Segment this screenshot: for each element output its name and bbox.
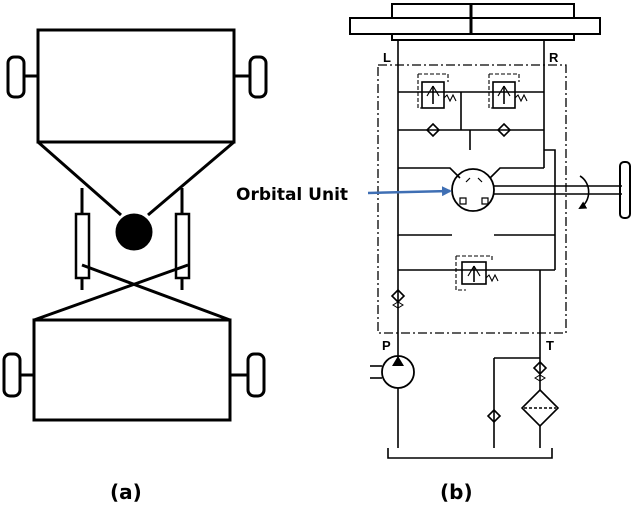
- caption-b: (b): [440, 480, 473, 504]
- caption-a: (a): [110, 480, 142, 504]
- left-check-valve: [425, 122, 441, 138]
- orbital-unit-pointer-arrow: [367, 186, 452, 197]
- steering-wheel: [619, 161, 631, 219]
- left-relief-valve: [417, 73, 457, 109]
- steering-unit-enclosure: [377, 64, 567, 334]
- right-relief-valve: [488, 73, 528, 109]
- orbital-unit: [451, 168, 495, 212]
- hydraulic-circuit-diagram: [349, 3, 631, 459]
- port-label-t: T: [546, 338, 554, 353]
- rear-right-wheel: [246, 352, 266, 398]
- articulation-joint: [115, 213, 153, 251]
- main-relief-valve: [455, 255, 499, 291]
- front-right-wheel: [248, 55, 268, 99]
- front-frame: [36, 28, 236, 144]
- port-label-l: L: [383, 50, 391, 65]
- rear-left-wheel: [2, 352, 22, 398]
- articulated-vehicle-diagram: [2, 28, 268, 422]
- right-check-valve: [496, 122, 512, 138]
- orbital-unit-label: Orbital Unit: [236, 185, 348, 205]
- rear-frame: [32, 318, 232, 422]
- steering-cylinder: [349, 17, 601, 35]
- port-label-p: P: [382, 338, 391, 353]
- rotation-arrow: [578, 175, 590, 210]
- reservoir: [387, 448, 553, 459]
- front-left-wheel: [6, 55, 26, 99]
- port-label-r: R: [549, 50, 559, 65]
- return-filter: [520, 388, 560, 428]
